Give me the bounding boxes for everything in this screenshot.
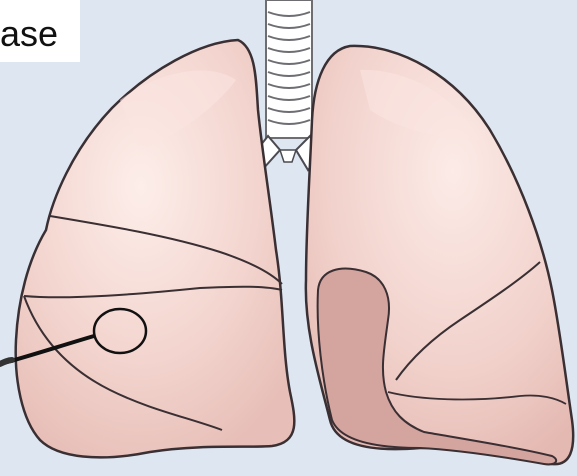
caption-text: ase <box>0 6 58 66</box>
